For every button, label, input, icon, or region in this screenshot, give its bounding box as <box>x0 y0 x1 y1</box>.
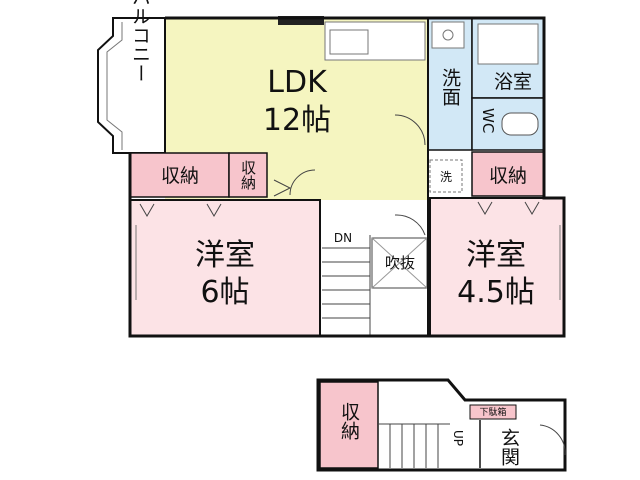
storage-lower-label: 収納 <box>338 402 360 440</box>
western-left-size: 6帖 <box>200 275 249 310</box>
void-label: 吹抜 <box>385 254 415 272</box>
stairs-up-label: UP <box>451 430 465 446</box>
door-mark <box>524 201 540 215</box>
shoe-box <box>469 404 517 420</box>
storage-small-label: 収納 <box>239 160 257 191</box>
door-arc <box>394 214 426 236</box>
balcony-label: バルコニー <box>129 0 151 83</box>
storage-left-label: 収納 <box>161 165 199 187</box>
balcony-inner <box>106 22 123 150</box>
lower-floor-outline <box>316 378 567 472</box>
storage-right-label: 収納 <box>489 165 527 187</box>
storage-right <box>471 151 545 197</box>
western-right-name: 洋室 <box>466 238 526 273</box>
door-swing <box>273 179 292 197</box>
washroom-label: 洗面 <box>439 68 461 106</box>
bathtub <box>477 23 539 65</box>
door-mark <box>206 203 222 217</box>
entrance-label: 玄関 <box>498 428 520 466</box>
western-left-name: 洋室 <box>195 238 255 273</box>
bath-label: 浴室 <box>494 71 532 93</box>
storage-small <box>228 152 268 198</box>
kitchen-sink <box>329 29 369 55</box>
stairs-down-label: DN <box>334 231 352 245</box>
entrance-door-arc <box>539 424 566 456</box>
door-mark <box>139 203 155 217</box>
shoe-box-label: 下駄箱 <box>479 406 506 418</box>
western-right-size: 4.5帖 <box>457 275 535 310</box>
wash-basin <box>431 21 465 49</box>
washer-label: 洗 <box>440 170 452 184</box>
storage-lower <box>319 381 379 469</box>
door-arc <box>394 114 426 146</box>
room-western-right <box>429 197 565 337</box>
toilet <box>501 112 539 136</box>
lower-stair-treads <box>378 423 450 468</box>
door-mark <box>477 201 493 215</box>
washer-space <box>429 159 463 193</box>
stair-treads <box>322 235 371 336</box>
storage-left <box>129 152 230 198</box>
wc-label: WC <box>479 108 497 133</box>
door-arc <box>289 169 316 196</box>
ldk-size: 12帖 <box>263 103 331 138</box>
range-hood <box>278 16 324 25</box>
outer-wall <box>128 16 566 338</box>
ldk-name: LDK <box>267 65 328 100</box>
